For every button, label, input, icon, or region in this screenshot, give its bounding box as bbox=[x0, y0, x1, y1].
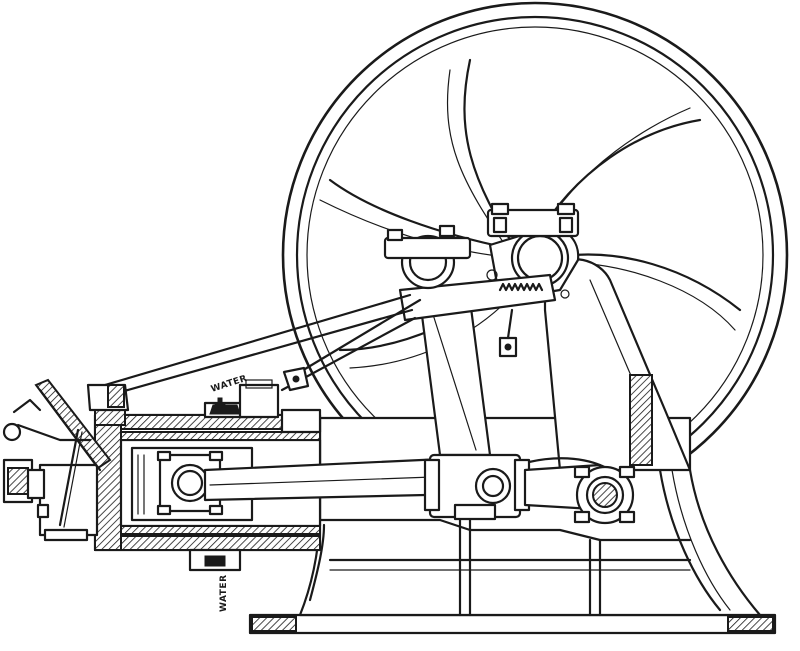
frame-upright-right bbox=[543, 258, 692, 472]
water-label-bottom: WATER bbox=[219, 574, 229, 612]
push-rod bbox=[86, 293, 414, 412]
water-label-bottom-text: WATER bbox=[219, 574, 229, 612]
igniter-assembly bbox=[2, 378, 112, 542]
crank-pin bbox=[573, 465, 636, 525]
exhaust-lever bbox=[280, 298, 422, 392]
rocker-arm bbox=[383, 224, 570, 358]
crosshead bbox=[423, 453, 531, 521]
